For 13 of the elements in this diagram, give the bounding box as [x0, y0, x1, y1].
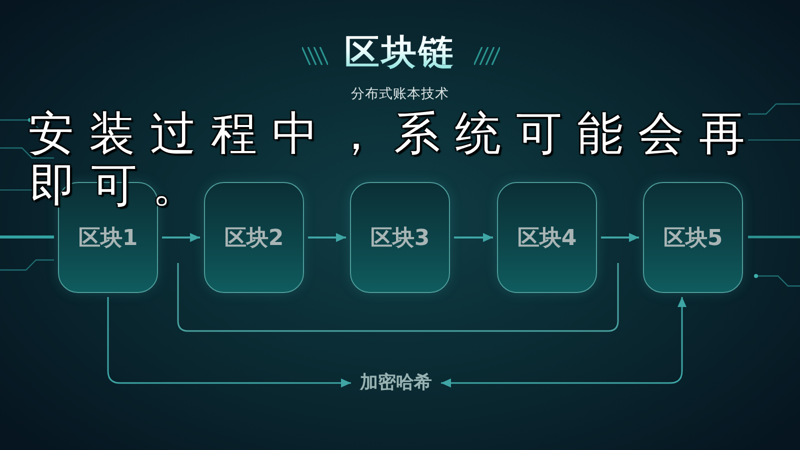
arrow [308, 233, 346, 242]
arrow [441, 297, 686, 388]
block-box: 区块5 [643, 182, 743, 293]
arrow [601, 233, 639, 242]
node-label: 加密哈希 [360, 372, 432, 394]
arrow [454, 233, 493, 242]
arrow [107, 297, 351, 388]
arrow [162, 233, 200, 242]
block-box: 区块3 [350, 182, 450, 293]
block-box: 区块4 [497, 182, 597, 293]
block-box: 区块2 [204, 182, 304, 293]
overlay-caption: 安装过程中，系统可能会再 [28, 108, 760, 158]
subtitle: 分布式账本技术 [351, 86, 449, 102]
